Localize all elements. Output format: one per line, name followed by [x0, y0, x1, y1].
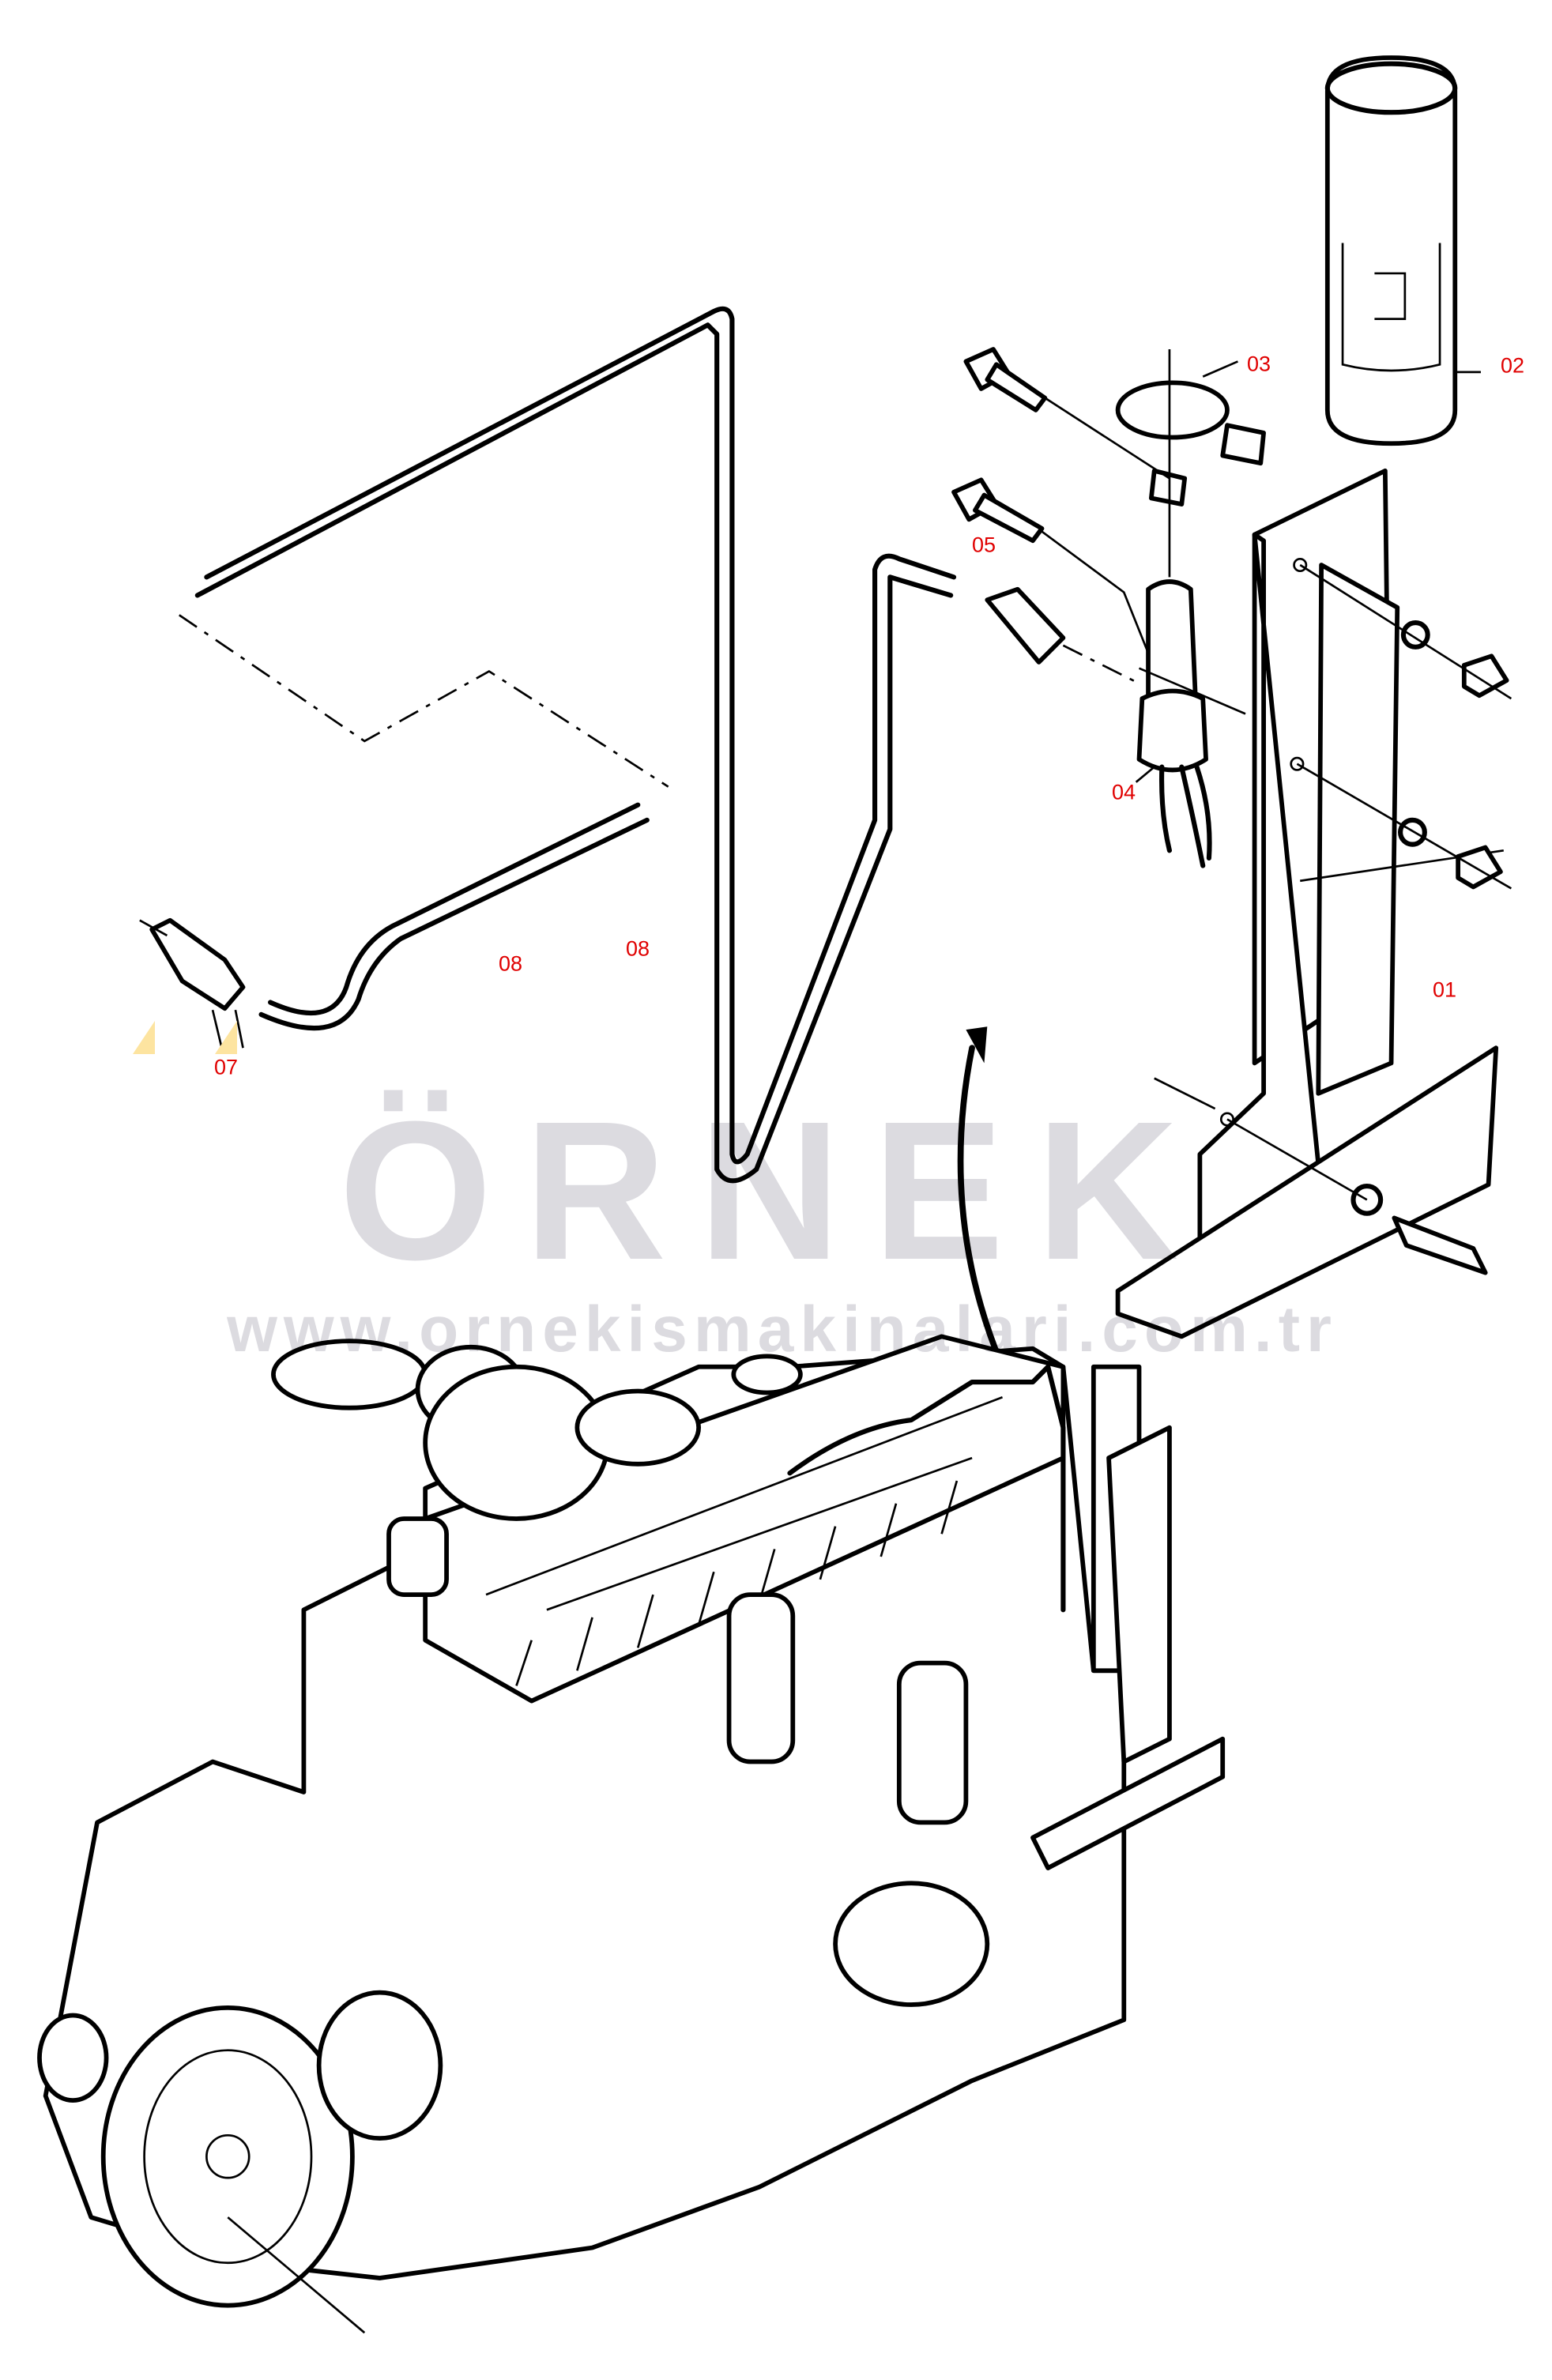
filter-canister-02	[1324, 55, 1481, 446]
clamp-03	[1115, 349, 1266, 578]
temperature-sensor-07	[139, 917, 246, 1049]
mounting-bracket-01	[1115, 468, 1504, 1339]
nut-washer	[1226, 563, 1512, 1216]
pressure-switch-04	[1135, 579, 1246, 868]
watermark-url: www.ornekismakinalari.com.tr	[227, 1294, 1338, 1365]
callout-05[interactable]: 05	[971, 533, 996, 557]
callout-03[interactable]: 03	[1246, 352, 1271, 376]
highlight-marker	[215, 1021, 237, 1054]
callout-07[interactable]: 07	[213, 1055, 239, 1079]
callout-02[interactable]: 02	[1500, 353, 1525, 378]
callout-01[interactable]: 01	[1432, 977, 1457, 1002]
watermark-brand: ÖRNEK	[338, 1080, 1211, 1301]
direction-arrow	[957, 1045, 1006, 1370]
engine-assembly	[37, 1334, 1226, 2334]
sender-05	[985, 586, 1140, 685]
callout-04[interactable]: 04	[1111, 780, 1136, 804]
bolt	[951, 347, 1488, 1275]
highlight-marker	[133, 1021, 155, 1054]
callout-08-long-pipe[interactable]: 08	[625, 936, 650, 961]
pipe-08-long	[179, 306, 957, 1184]
arrow-head	[966, 1026, 988, 1064]
callout-08-short-pipe[interactable]: 08	[498, 951, 523, 976]
pipe-08-short	[258, 802, 650, 1031]
